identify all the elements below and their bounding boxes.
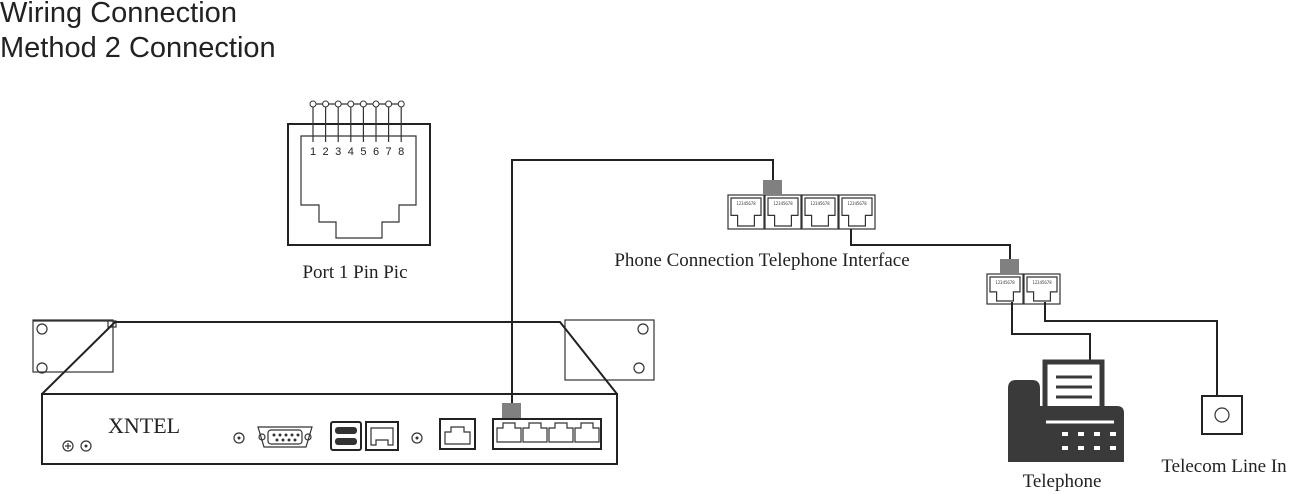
pin-contact [309,100,317,108]
device-front-panel [41,393,618,465]
interface-cable-plug [763,180,782,194]
jack-pin-label: 12345678 [810,201,830,206]
line-in-caption: Telecom Line In [1161,456,1287,477]
line-splitter: 12345678 12345678 [986,259,1061,305]
wire-device-to-interface [511,159,774,403]
pin-port-socket [300,135,417,239]
interface-jack: 12345678 [727,194,765,230]
pin-number: 4 [348,146,354,158]
device-top-panel [41,321,618,395]
ground-screw-icon [62,440,92,452]
pin-contact [347,100,355,108]
pin-contact [385,100,393,108]
left-ear-screw-hole [36,323,48,335]
serial-port-icon [257,426,313,448]
wire-interface-to-splitter [850,229,1011,259]
pin-contact [397,100,405,108]
interface-jack: 12345678 [764,194,802,230]
device-cable-plug [502,403,521,418]
left-rack-ear [32,319,114,373]
interface-jack: 12345678 [838,194,876,230]
device-phone-jack [522,422,548,443]
pin-number: 6 [373,146,379,158]
splitter-jack: 12345678 [986,273,1024,305]
pin-contact [359,100,367,108]
wan-port-icon [439,418,476,450]
diagram-subtitle: Method 2 Connection [0,32,276,64]
splitter-jack: 12345678 [1023,273,1061,305]
device-phone-jack [496,422,522,443]
lan-port-icon [365,421,399,451]
fax-phone-icon: Telephone [1008,359,1124,492]
pin-number: 2 [323,146,329,158]
interface-caption: Phone Connection Telephone Interface [614,250,909,271]
splitter-cable-plug [1000,259,1019,274]
pin-contact [334,100,342,108]
device-brand: XNTEL [108,413,180,438]
wall-socket-icon: Telecom Line In [1161,395,1287,477]
diagram-title: Wiring Connection [0,0,237,29]
reset-button-icon [411,432,423,444]
jack-pin-label: 12345678 [847,201,867,206]
wires [511,159,1218,403]
right-rack-ear [564,319,655,381]
pin-port-outline [287,123,431,246]
pin-number: 8 [398,146,404,158]
interface-jack: 12345678 [801,194,839,230]
pin-contact [322,100,330,108]
device-phone-jack [574,422,600,443]
right-ear-screw-hole [637,323,649,335]
pin-diagram-caption: Port 1 Pin Pic [302,262,407,283]
jack-pin-label: 12345678 [773,201,793,206]
phone-interface-box: 12345678 12345678 12345678 12345678 Phone C… [614,180,910,271]
wire-splitter-to-telephone [1011,302,1091,362]
pin-contact [372,100,380,108]
rack-device: XNTEL [32,319,655,465]
jack-pin-label: 12345678 [995,280,1015,285]
wire-splitter-to-line-in [1044,302,1218,396]
phone-ports-block [492,418,602,450]
usb-port-icon [330,421,362,451]
device-phone-jack [548,422,574,443]
jack-pin-label: 12345678 [736,201,756,206]
telephone-caption: Telephone [1023,471,1102,492]
led-indicator-icon [233,432,245,444]
pin-number: 7 [386,146,392,158]
pin-number: 1 [310,146,316,158]
pin-number: 3 [335,146,341,158]
pin-number: 5 [360,146,366,158]
jack-pin-label: 12345678 [1032,280,1052,285]
